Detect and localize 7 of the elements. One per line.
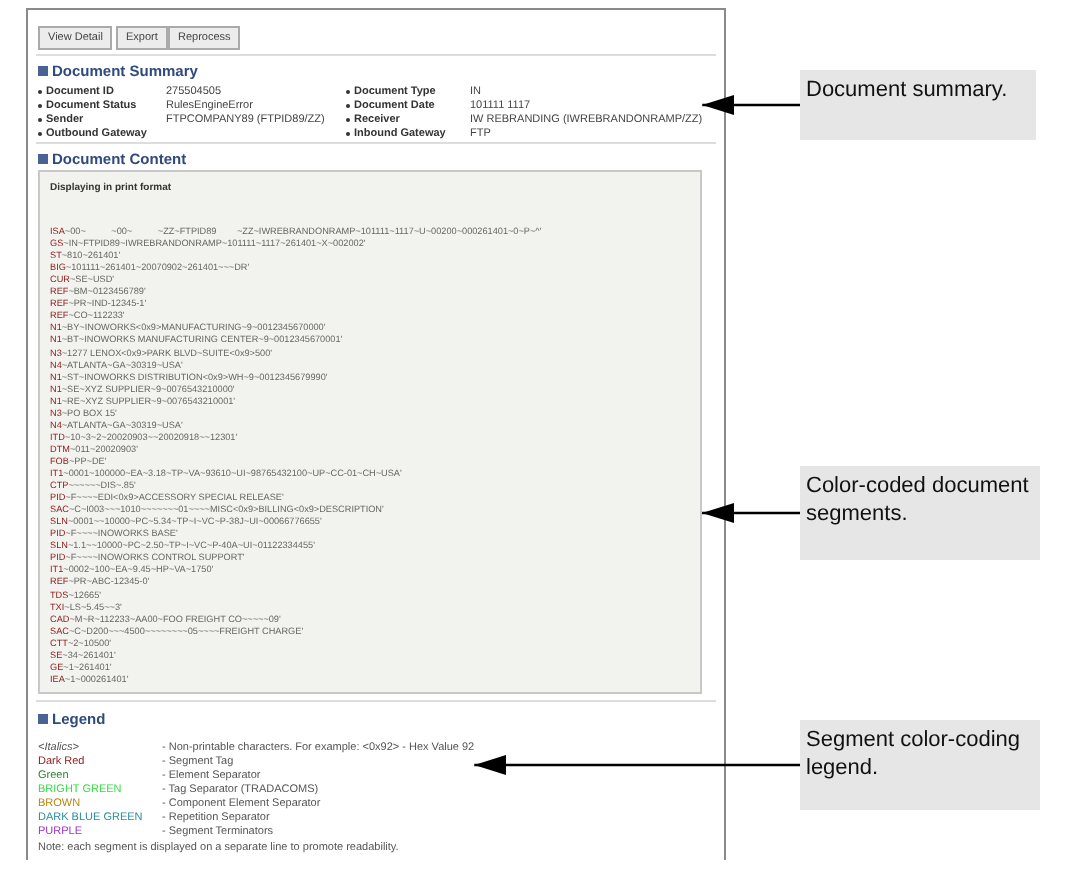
callout-box: Segment color-coding legend. — [800, 720, 1040, 810]
leader-arrow — [702, 95, 800, 115]
leader-arrow — [702, 503, 800, 523]
callout-box: Document summary. — [800, 70, 1036, 140]
leader-arrow — [474, 755, 800, 775]
content-panel — [38, 170, 702, 694]
callout-box: Color-coded document segments. — [800, 466, 1040, 560]
